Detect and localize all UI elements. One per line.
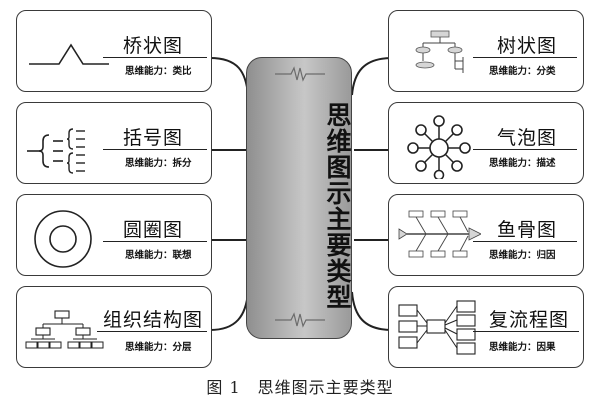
fishbone-icon: [398, 210, 481, 258]
card-underline: [103, 241, 207, 242]
card-title: 括号图: [122, 127, 183, 149]
card-title: 桥状图: [122, 35, 183, 57]
org-chart-icon: [25, 310, 104, 349]
card-ability: 思维能力：因果: [489, 342, 556, 353]
card-underline: [473, 241, 577, 242]
card-fishbone: 鱼骨图 思维能力：归因: [388, 194, 584, 276]
card-ability: 思维能力：归因: [489, 250, 556, 261]
circle-map-icon: [34, 210, 92, 268]
card-ability: 思维能力：描述: [489, 158, 556, 169]
figure-caption: 图 1 思维图示主要类型: [206, 378, 394, 397]
card-ability: 思维能力：分类: [489, 66, 556, 77]
card-title: 树状图: [496, 35, 557, 57]
card-brace-map: 括号图 思维能力：拆分: [16, 102, 212, 184]
zigzag-bottom-icon: [275, 312, 325, 328]
card-bubble-map: 气泡图 思维能力：描述: [388, 102, 584, 184]
connector-right-4: [351, 291, 393, 331]
card-underline: [473, 57, 577, 58]
card-underline: [103, 149, 207, 150]
connector-right-1: [351, 57, 393, 96]
card-ability: 思维能力：分层: [125, 342, 192, 353]
brace-map-icon: [27, 128, 85, 174]
connector-left-1: [209, 57, 249, 96]
card-ability: 思维能力：联想: [125, 250, 192, 261]
card-ability: 思维能力：类比: [125, 66, 192, 77]
card-underline: [97, 331, 207, 332]
card-title: 气泡图: [496, 127, 557, 149]
card-title: 组织结构图: [102, 309, 203, 331]
center-node: 思维图示主要类型: [246, 57, 352, 339]
center-title: 思维图示主要类型: [323, 102, 352, 310]
bridge-map-icon: [29, 43, 109, 65]
card-tree-map: 树状图 思维能力：分类: [388, 10, 584, 92]
multi-flow-map-icon: [398, 300, 476, 355]
zigzag-top-icon: [275, 66, 325, 82]
card-underline: [473, 331, 579, 332]
card-multi-flow-map: 复流程图 思维能力：因果: [388, 286, 584, 368]
card-ability: 思维能力：拆分: [125, 158, 192, 169]
connector-left-4: [209, 291, 249, 331]
card-title: 圆圈图: [122, 219, 183, 241]
card-underline: [473, 149, 577, 150]
tree-map-icon: [415, 30, 464, 73]
bubble-map-icon: [407, 115, 471, 179]
card-title: 鱼骨图: [496, 219, 557, 241]
card-title: 复流程图: [488, 309, 569, 331]
card-circle-map: 圆圈图 思维能力：联想: [16, 194, 212, 276]
card-bridge-map: 桥状图 思维能力：类比: [16, 10, 212, 92]
card-org-chart: 组织结构图 思维能力：分层: [16, 286, 212, 368]
card-underline: [103, 57, 207, 58]
